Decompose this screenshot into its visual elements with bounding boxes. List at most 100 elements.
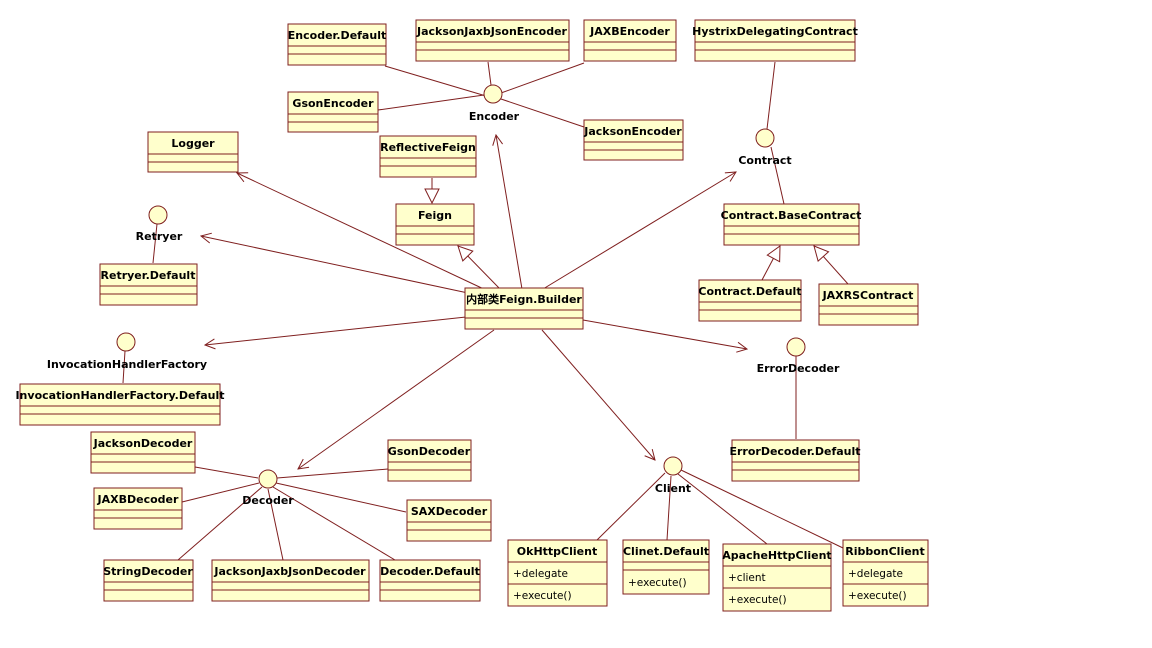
link-jackson-jaxb-json-encoder-encoder [487, 61, 492, 86]
class-name: Contract.BaseContract [721, 209, 862, 222]
interface-label: Encoder [469, 110, 520, 123]
class-name: Logger [171, 137, 215, 150]
link-retryer-default-retryer [152, 223, 158, 264]
class-jaxb-decoder[interactable]: JAXBDecoder [93, 487, 183, 530]
interface-circle-icon [258, 469, 278, 489]
interface-circle-icon [755, 128, 775, 148]
class-name: JacksonDecoder [93, 437, 193, 450]
class-name: InvocationHandlerFactory.Default [15, 389, 224, 402]
class-jackson-encoder[interactable]: JacksonEncoder [583, 119, 684, 161]
link-jaxb-encoder-encoder [500, 62, 585, 94]
class-attribute: +client [728, 572, 766, 584]
class-name: StringDecoder [103, 565, 193, 578]
class-contract-default[interactable]: Contract.Default [698, 279, 802, 322]
link-ihf-default-ihf [122, 350, 126, 384]
interface-circle-icon [116, 332, 136, 352]
interface-label: Retryer [136, 230, 183, 243]
class-jackson-decoder[interactable]: JacksonDecoder [90, 431, 196, 474]
class-invocation-handler-factory-default[interactable]: InvocationHandlerFactory.Default [15, 383, 225, 426]
class-attribute: +delegate [848, 568, 903, 580]
interface-label: ErrorDecoder [757, 362, 840, 375]
class-name: ApacheHttpClient [722, 549, 831, 562]
interface-decoder[interactable]: Decoder [242, 469, 294, 507]
dep-builder-contract [542, 172, 736, 290]
interface-label: Client [655, 482, 691, 495]
class-operation: +execute() [848, 590, 907, 602]
class-jackson-jaxb-json-encoder[interactable]: JacksonJaxbJsonEncoder [415, 19, 570, 62]
class-name: JacksonEncoder [583, 125, 682, 138]
interface-label: Decoder [242, 494, 294, 507]
link-clinet-default-client [666, 475, 672, 541]
class-jaxb-encoder[interactable]: JAXBEncoder [583, 19, 677, 62]
class-contract-base-contract[interactable]: Contract.BaseContract [721, 203, 862, 246]
class-operation: +execute() [728, 594, 787, 606]
dep-builder-encoder [496, 135, 523, 290]
link-decoder-default-decoder [272, 486, 396, 561]
class-error-decoder-default[interactable]: ErrorDecoder.Default [729, 439, 861, 482]
class-name: JAXBEncoder [589, 25, 670, 38]
class-operation: +execute() [513, 590, 572, 602]
interface-label: InvocationHandlerFactory [47, 358, 207, 371]
class-name: SAXDecoder [411, 505, 488, 518]
class-clinet-default[interactable]: Clinet.Default +execute() [622, 539, 710, 595]
interface-error-decoder[interactable]: ErrorDecoder [757, 337, 840, 375]
interface-contract[interactable]: Contract [738, 128, 792, 167]
class-name: JAXBDecoder [97, 493, 179, 506]
dep-builder-retryer [201, 236, 469, 294]
class-retryer-default[interactable]: Retryer.Default [99, 263, 198, 306]
class-name: ReflectiveFeign [380, 141, 476, 154]
interface-circle-icon [148, 205, 168, 225]
class-name: JacksonJaxbJsonDecoder [213, 565, 366, 578]
class-feign-builder[interactable]: 内部类Feign.Builder [464, 287, 584, 330]
class-name: JAXRSContract [822, 289, 914, 302]
link-sax-decoder-decoder [275, 482, 407, 513]
class-apache-http-client[interactable]: ApacheHttpClient +client +execute() [722, 543, 832, 612]
class-name: RibbonClient [845, 545, 925, 558]
class-gson-encoder[interactable]: GsonEncoder [287, 91, 379, 133]
dep-builder-client [541, 329, 655, 460]
class-name: GsonDecoder [388, 445, 471, 458]
link-jackson-encoder-encoder [500, 98, 585, 128]
class-encoder-default[interactable]: Encoder.Default [287, 23, 387, 66]
dep-builder-error-decoder [582, 319, 747, 349]
class-name: Feign [418, 209, 452, 222]
class-name: 内部类Feign.Builder [466, 292, 582, 306]
gen-jaxrs-contract-base [814, 246, 849, 285]
class-hystrix-delegating-contract[interactable]: HystrixDelegatingContract [692, 19, 858, 62]
class-name: ErrorDecoder.Default [729, 445, 860, 458]
interface-circle-icon [483, 84, 503, 104]
interface-circle-icon [663, 456, 683, 476]
link-ribbon-client-client [680, 469, 844, 549]
connectors [122, 61, 849, 561]
gen-contract-default-base [761, 246, 780, 281]
link-apache-http-client-client [677, 473, 768, 545]
class-name: Contract.Default [698, 285, 801, 298]
class-ok-http-client[interactable]: OkHttpClient +delegate +execute() [507, 539, 608, 607]
link-ok-http-client-client [596, 472, 666, 541]
class-name: OkHttpClient [517, 545, 597, 558]
class-feign[interactable]: Feign [395, 203, 475, 246]
class-sax-decoder[interactable]: SAXDecoder [406, 499, 492, 542]
class-logger[interactable]: Logger [147, 131, 239, 173]
class-reflective-feign[interactable]: ReflectiveFeign [379, 135, 477, 178]
dep-builder-logger [237, 173, 489, 292]
class-jackson-jaxb-json-decoder[interactable]: JacksonJaxbJsonDecoder [211, 559, 370, 602]
interface-invocation-handler-factory[interactable]: InvocationHandlerFactory [47, 332, 207, 371]
class-ribbon-client[interactable]: RibbonClient +delegate +execute() [842, 539, 929, 607]
class-attribute: +delegate [513, 568, 568, 580]
class-name: JacksonJaxbJsonEncoder [416, 25, 568, 38]
class-string-decoder[interactable]: StringDecoder [103, 559, 194, 602]
link-jackson-jaxb-json-decoder-decoder [267, 488, 284, 561]
link-hystrix-contract [766, 61, 776, 130]
interface-encoder[interactable]: Encoder [469, 84, 520, 123]
link-jackson-decoder-decoder [194, 466, 259, 479]
interface-client[interactable]: Client [655, 456, 691, 495]
class-operation: +execute() [628, 577, 687, 589]
interface-retryer[interactable]: Retryer [136, 205, 183, 243]
interface-label: Contract [738, 154, 791, 167]
class-name: GsonEncoder [292, 97, 374, 110]
class-jaxrs-contract[interactable]: JAXRSContract [818, 283, 919, 326]
class-gson-decoder[interactable]: GsonDecoder [387, 439, 472, 482]
class-decoder-default[interactable]: Decoder.Default [379, 559, 481, 602]
